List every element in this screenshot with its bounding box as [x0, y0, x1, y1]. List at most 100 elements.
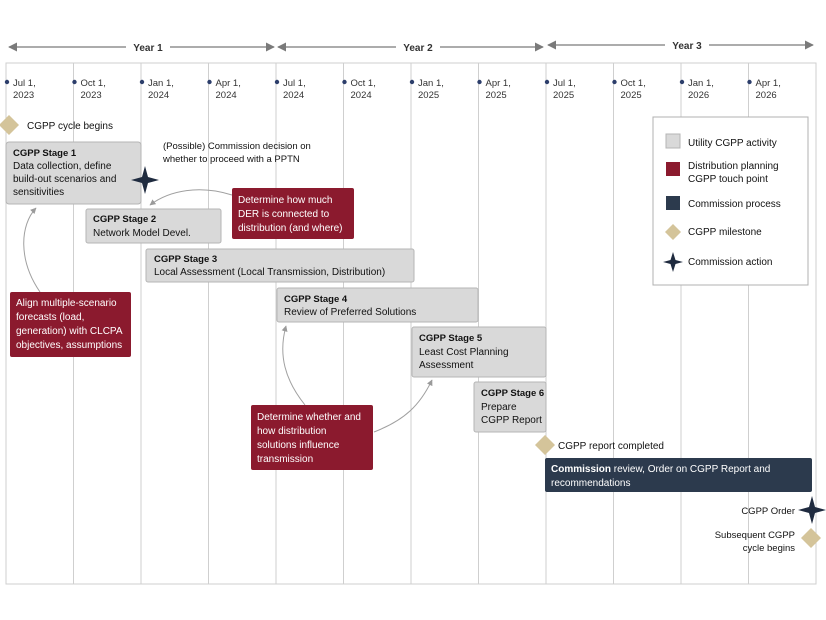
- stage-6-line: CGPP Report: [481, 415, 542, 426]
- arrow-influence-to-stage4: [281, 325, 306, 406]
- align-touchpoint-line: forecasts (load,: [16, 312, 84, 323]
- der-touchpoint-line: DER is connected to: [238, 209, 330, 220]
- date-label: 2024: [216, 90, 237, 101]
- cycle-begins-label: CGPP cycle begins: [27, 121, 113, 132]
- date-label: Jul 1,: [553, 78, 576, 89]
- milestone-diamond: [535, 435, 555, 455]
- legend-swatch-utility: [665, 133, 681, 149]
- influence-touchpoint-box: [251, 405, 373, 470]
- milestone-diamond: [801, 528, 821, 548]
- year-2-label: Year 2: [403, 43, 433, 54]
- commission-process-line: recommendations: [551, 478, 630, 489]
- stage-5-title: CGPP Stage 5: [419, 333, 483, 344]
- influence-touchpoint-line: transmission: [257, 454, 313, 465]
- stage-3-title: CGPP Stage 3: [154, 254, 217, 265]
- influence-touchpoint-line: solutions influence: [257, 440, 340, 451]
- commission-process-box: [545, 458, 812, 492]
- connector-arrows: [23, 189, 433, 433]
- report-completed-label: CGPP report completed: [558, 441, 664, 452]
- date-marker-dot: [72, 79, 77, 85]
- commission-process-bold: Commission: [551, 464, 611, 475]
- stage-6-box: [473, 381, 547, 433]
- legend-label: CGPP touch point: [688, 174, 768, 185]
- arrow-der-to-stage2: [149, 189, 233, 206]
- influence-touchpoint-line: Determine whether and: [257, 412, 361, 423]
- date-label: 2023: [13, 90, 34, 101]
- stage-1-box: [5, 141, 142, 205]
- stage-5-box: [411, 326, 547, 378]
- date-marker-dot: [747, 79, 752, 85]
- stage-4-title: CGPP Stage 4: [284, 294, 348, 305]
- date-label: Jan 1,: [418, 78, 444, 89]
- date-label: Jul 1,: [283, 78, 306, 89]
- date-label: 2026: [688, 90, 709, 101]
- date-marker-dot: [207, 79, 212, 85]
- date-label: Apr 1,: [486, 78, 511, 89]
- date-marker-dot: [544, 79, 550, 85]
- date-label: Jul 1,: [13, 78, 36, 89]
- date-label: Apr 1,: [216, 78, 241, 89]
- stage-1-title: CGPP Stage 1: [13, 148, 77, 159]
- decision-label: whether to proceed with a PPTN: [162, 154, 300, 165]
- date-label: 2026: [756, 90, 777, 101]
- legend-label: Utility CGPP activity: [688, 138, 777, 149]
- stage-2-line: Network Model Devel.: [93, 228, 191, 239]
- date-marker-dot: [477, 79, 482, 85]
- stage-1-line: Data collection, define: [13, 161, 112, 172]
- commission-process-rest: review, Order on CGPP Report and: [611, 464, 770, 475]
- align-touchpoint-line: objectives, assumptions: [16, 340, 122, 351]
- cgpp-order-label: CGPP Order: [741, 506, 795, 517]
- align-touchpoint-box: [10, 292, 131, 357]
- date-marker-dot: [612, 79, 617, 85]
- date-marker-dot: [409, 79, 415, 85]
- date-label: 2024: [283, 90, 304, 101]
- legend-swatch-distribution: [666, 162, 680, 176]
- date-label: 2025: [418, 90, 439, 101]
- legend-label: Commission process: [688, 199, 781, 210]
- stage-1-line: build-out scenarios and: [13, 174, 116, 185]
- date-label: 2025: [553, 90, 574, 101]
- align-touchpoint-line: generation) with CLCPA: [16, 326, 123, 337]
- date-label: 2024: [148, 90, 169, 101]
- arrow-align-to-stage1: [23, 207, 41, 293]
- der-touchpoint-box: [232, 188, 354, 239]
- arrow-influence-to-stage5: [373, 379, 433, 433]
- legend-label: Distribution planning: [688, 161, 779, 172]
- date-label: Oct 1,: [351, 78, 376, 89]
- legend-swatch-commission: [666, 196, 680, 210]
- legend-label: Commission action: [688, 257, 772, 268]
- legend-star-icon: [663, 252, 683, 272]
- commission-action-star-icon: [798, 496, 826, 524]
- stage-4-line: Review of Preferred Solutions: [284, 307, 416, 318]
- commission-action-star-icon: [131, 166, 159, 194]
- stage-3-line: Local Assessment (Local Transmission, Di…: [154, 267, 385, 278]
- subsequent-cycle-label: cycle begins: [743, 543, 796, 554]
- date-marker-dot: [4, 79, 10, 85]
- date-label: Oct 1,: [81, 78, 106, 89]
- year-3-label: Year 3: [672, 41, 702, 52]
- date-label: Jan 1,: [688, 78, 714, 89]
- date-marker-dot: [342, 79, 347, 85]
- subsequent-cycle-label: Subsequent CGPP: [715, 530, 795, 541]
- der-touchpoint-line: Determine how much: [238, 195, 332, 206]
- date-label: 2025: [621, 90, 642, 101]
- stage-2-title: CGPP Stage 2: [93, 214, 156, 225]
- stage-3-box: [145, 248, 415, 283]
- align-touchpoint-line: Align multiple-scenario: [16, 298, 117, 309]
- der-touchpoint-line: distribution (and where): [238, 223, 343, 234]
- stage-4-box: [276, 287, 479, 323]
- date-label: Apr 1,: [756, 78, 781, 89]
- stage-5-line: Assessment: [419, 360, 474, 371]
- stage-6-title: CGPP Stage 6: [481, 388, 544, 399]
- date-label: Jan 1,: [148, 78, 174, 89]
- stage-2-box: [85, 208, 222, 244]
- date-marker-dot: [274, 79, 280, 85]
- year-1-label: Year 1: [133, 43, 163, 54]
- legend-label: CGPP milestone: [688, 227, 762, 238]
- date-label: Oct 1,: [621, 78, 646, 89]
- date-label: 2024: [351, 90, 372, 101]
- grid-lines: [73, 63, 749, 584]
- commission-process-line: Commission review, Order on CGPP Report …: [551, 464, 770, 475]
